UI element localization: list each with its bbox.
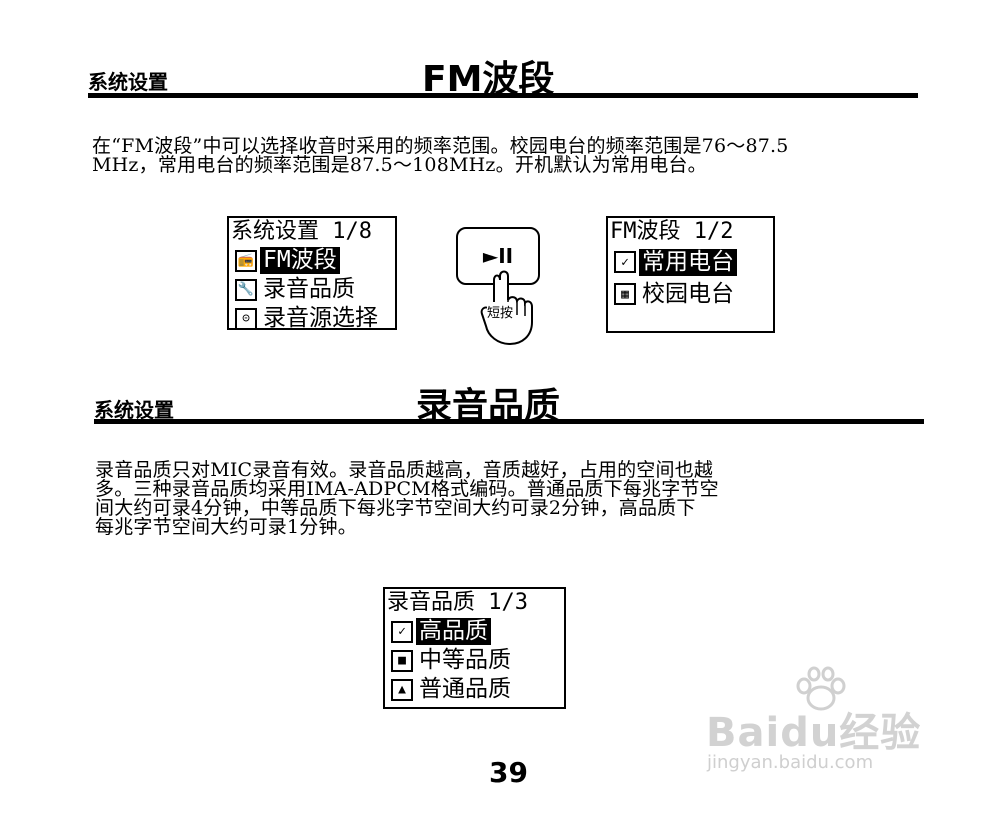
lcd-menu-item: ▲ 普通品质 [385,675,564,704]
lcd-screen-quality: 录音品质 1/3 ✓ 高品质 ■ 中等品质 ▲ 普通品质 [383,587,566,709]
lcd-menu-item: ✓ 常用电台 [608,246,773,278]
lcd-menu-item: ■ 中等品质 [385,646,564,675]
section-paragraph: 录音品质只对MIC录音有效。录音品质越高，音质越好，占用的空间也越 多。三种录音… [95,461,955,537]
paw-logo-icon [796,666,846,711]
lcd-screen-fm: FM波段 1/2 ✓ 常用电台 ▦ 校园电台 [606,216,775,333]
lcd-header: 系统设置 1/8 [231,219,372,244]
lcd-item-label: 校园电台 [642,280,734,307]
watermark-brand: Baidu经验 [706,710,922,756]
paragraph-line: MHz，常用电台的频率范围是87.5～108MHz。开机默认为常用电台。 [92,154,707,176]
lcd-header: 录音品质 1/3 [387,590,528,615]
paragraph-line: 录音品质只对MIC录音有效。录音品质越高，音质越好，占用的空间也越 [95,459,714,481]
lcd-menu-item: 📻 FM波段 [229,246,395,275]
section-rule [88,93,918,98]
play-pause-icon: ►II [482,244,514,268]
press-caption: 短按 [487,302,514,321]
lcd-menu-item: 🔧 录音品质 [229,275,395,304]
check-icon: ✓ [614,251,636,273]
triangle-icon: ▲ [391,678,413,701]
lcd-menu-item: ✓ 高品质 [385,617,564,646]
lcd-item-label: 中等品质 [419,647,511,673]
page-number: 39 [489,756,528,789]
paragraph-line: 多。三种录音品质均采用IMA-ADPCM格式编码。普通品质下每兆字节空 [95,478,719,500]
wrench-icon: 🔧 [235,278,257,301]
section-rule [94,419,924,424]
watermark-url: jingyan.baidu.com [707,752,874,773]
section-label: 系统设置 [88,70,168,94]
paragraph-line: 在“FM波段”中可以选择收音时采用的频率范围。校园电台的频率范围是76～87.5 [92,135,789,157]
lcd-header: FM波段 1/2 [610,219,734,244]
lcd-item-label: 普通品质 [419,676,511,702]
paragraph-line: 每兆字节空间大约可录1分钟。 [95,516,357,538]
fm-icon: 📻 [235,249,257,272]
lcd-menu-item: ⊝ 录音源选择 [229,304,395,333]
source-icon: ⊝ [235,307,257,330]
lcd-menu-item: ▦ 校园电台 [608,278,773,310]
section-label: 系统设置 [94,398,174,422]
paragraph-line: 间大约可录4分钟，中等品质下每兆字节空间大约可录2分钟，高品质下 [95,497,696,519]
lcd-screen-system: 系统设置 1/8 📻 FM波段 🔧 录音品质 ⊝ 录音源选择 [227,216,397,333]
check-icon: ✓ [391,620,413,643]
campus-icon: ▦ [614,283,636,305]
lcd-item-label: 录音源选择 [263,305,378,331]
lcd-item-label: 高品质 [416,618,491,645]
lcd-item-label: 常用电台 [639,248,737,276]
square-icon: ■ [391,649,413,672]
lcd-item-label: FM波段 [260,247,340,274]
section-paragraph: 在“FM波段”中可以选择收音时采用的频率范围。校园电台的频率范围是76～87.5… [92,137,952,175]
lcd-item-label: 录音品质 [263,276,355,302]
